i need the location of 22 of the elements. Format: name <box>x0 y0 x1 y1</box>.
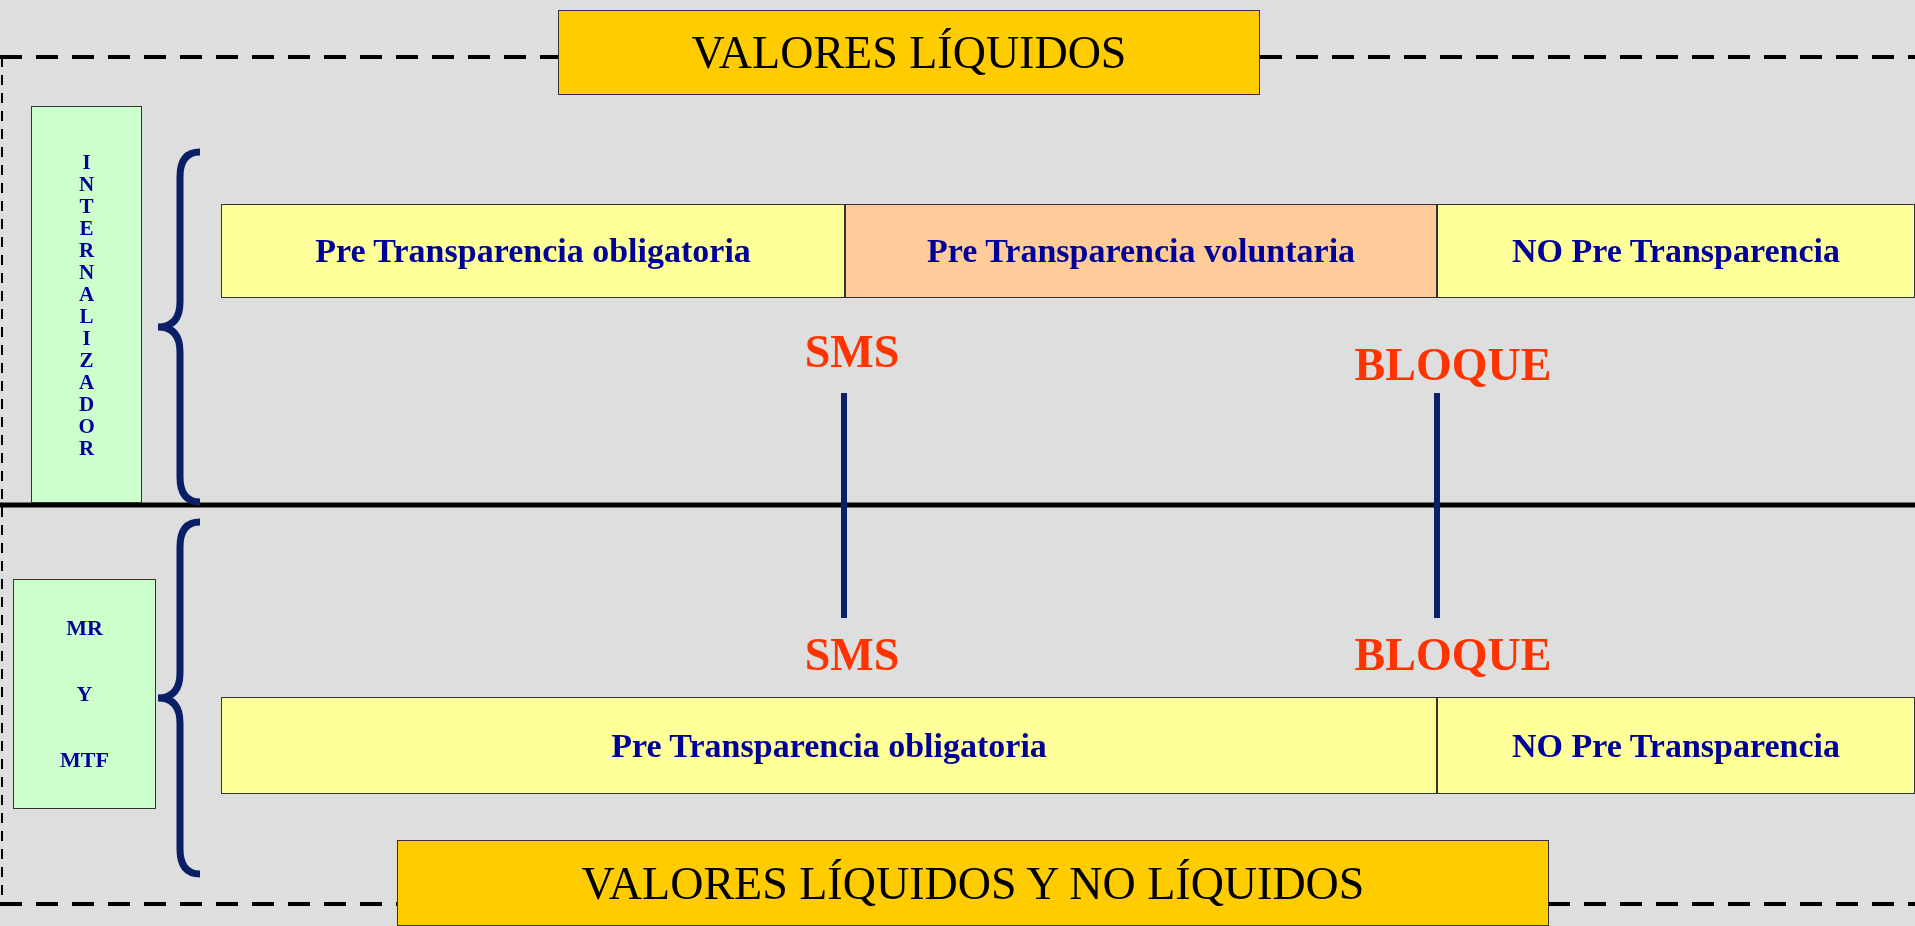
band-segment <box>221 697 1437 794</box>
vertical-label: INTERNALIZADOR <box>78 150 95 459</box>
band-segment <box>1437 204 1915 298</box>
band-label: Pre Transparencia obligatoria <box>611 726 1047 765</box>
marker-label: SMS <box>804 628 900 681</box>
band-segment <box>845 204 1437 298</box>
band-segment <box>1437 697 1915 794</box>
side-label-box <box>13 579 156 809</box>
band-label: Pre Transparencia obligatoria <box>315 232 751 270</box>
marker-label: SMS <box>804 325 900 378</box>
vertical-label: MR Y MTF <box>59 614 110 774</box>
band-label: NO Pre Transparencia <box>1512 726 1840 765</box>
title-box <box>558 10 1260 95</box>
title-text: VALORES LÍQUIDOS Y NO LÍQUIDOS <box>581 856 1365 910</box>
band-label: NO Pre Transparencia <box>1512 232 1840 270</box>
band-segment <box>221 204 845 298</box>
band-label: Pre Transparencia voluntaria <box>926 232 1356 270</box>
marker-label: BLOQUE <box>1354 338 1552 391</box>
marker-label: BLOQUE <box>1354 628 1552 681</box>
title-box <box>397 840 1549 926</box>
title-text: VALORES LÍQUIDOS <box>691 26 1127 79</box>
side-label-box <box>31 106 142 503</box>
